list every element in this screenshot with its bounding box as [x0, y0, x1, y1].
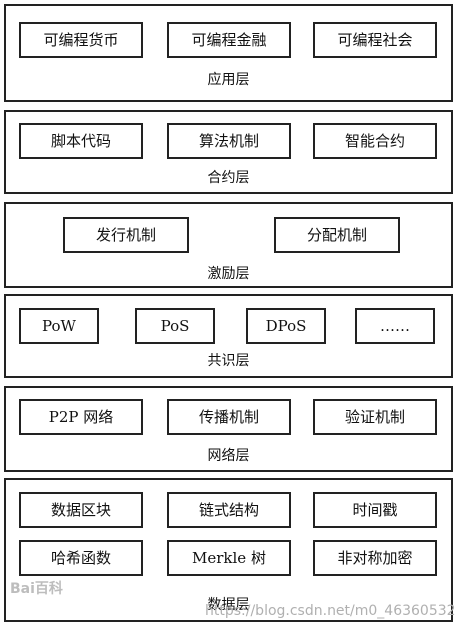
smart-contract-box: 智能合约 — [313, 123, 437, 159]
dpos-box: DPoS — [246, 308, 326, 344]
baidu-watermark: Bai百科 — [10, 581, 63, 597]
hash-function-box: 哈希函数 — [19, 540, 143, 576]
propagation-mechanism-box: 传播机制 — [167, 399, 291, 435]
timestamp-box: 时间戳 — [313, 492, 437, 528]
blog-url-watermark: https://blog.csdn.net/m0_46360532 — [205, 603, 456, 619]
data-layer-label: 数据层 — [207, 597, 250, 613]
programmable-currency-box: 可编程货币 — [19, 22, 143, 58]
application-layer: 可编程货币 可编程金融 可编程社会 应用层 — [4, 4, 453, 102]
consensus-layer-label: 共识层 — [207, 353, 250, 369]
algorithm-mechanism-box: 算法机制 — [167, 123, 291, 159]
contract-layer: 脚本代码 算法机制 智能合约 合约层 — [4, 110, 453, 194]
p2p-network-box: P2P 网络 — [19, 399, 143, 435]
contract-layer-label: 合约层 — [207, 170, 250, 186]
pow-box: PoW — [19, 308, 99, 344]
data-block-box: 数据区块 — [19, 492, 143, 528]
issuance-mechanism-box: 发行机制 — [63, 217, 189, 253]
network-layer: P2P 网络 传播机制 验证机制 网络层 — [4, 386, 453, 472]
consensus-layer: PoW PoS DPoS …… 共识层 — [4, 294, 453, 378]
verification-mechanism-box: 验证机制 — [313, 399, 437, 435]
programmable-society-box: 可编程社会 — [313, 22, 437, 58]
programmable-finance-box: 可编程金融 — [167, 22, 291, 58]
incentive-layer: 发行机制 分配机制 激励层 — [4, 202, 453, 288]
network-layer-label: 网络层 — [207, 448, 250, 464]
incentive-layer-label: 激励层 — [207, 266, 250, 282]
pos-box: PoS — [135, 308, 215, 344]
more-consensus-box: …… — [355, 308, 435, 344]
distribution-mechanism-box: 分配机制 — [274, 217, 400, 253]
script-code-box: 脚本代码 — [19, 123, 143, 159]
chain-structure-box: 链式结构 — [167, 492, 291, 528]
application-layer-label: 应用层 — [207, 72, 250, 88]
merkle-tree-box: Merkle 树 — [167, 540, 291, 576]
data-layer: 数据区块 链式结构 时间戳 哈希函数 Merkle 树 非对称加密 数据层 — [4, 478, 453, 622]
asymmetric-encryption-box: 非对称加密 — [313, 540, 437, 576]
